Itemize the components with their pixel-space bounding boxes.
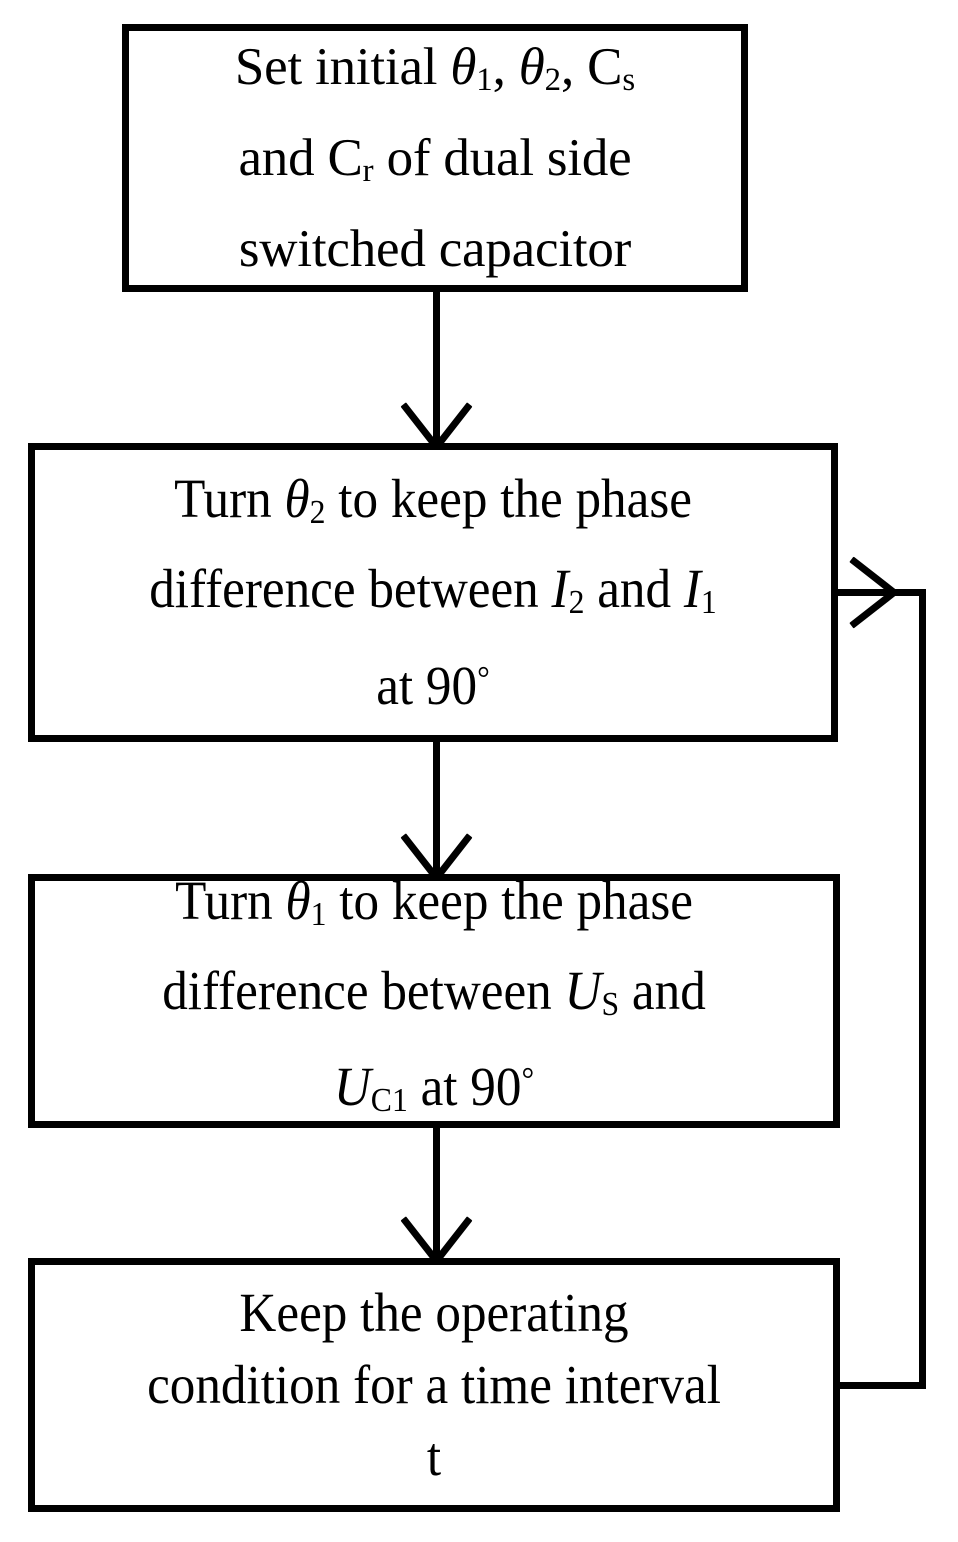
- flowchart-node-turn-theta2[interactable]: Turn θ2 to keep the phase difference betw…: [28, 443, 838, 742]
- node-label-keep-condition: Keep the operating condition for a time i…: [63, 1277, 805, 1493]
- node-line-2: difference between I2 and I1: [149, 558, 717, 622]
- node-line-2: difference between US and: [162, 959, 706, 1023]
- edge-theta2-to-theta1-line: [433, 742, 440, 878]
- node-line-3: switched capacitor: [238, 219, 632, 278]
- node-label-turn-theta1: Turn θ1 to keep the phase difference betw…: [63, 863, 805, 1140]
- edge-feedback-top-segment: [838, 589, 926, 596]
- node-label-turn-theta2: Turn θ2 to keep the phase difference betw…: [63, 461, 803, 724]
- flowchart-node-keep-condition[interactable]: Keep the operating condition for a time i…: [28, 1258, 840, 1512]
- node-label-set-initial: Set initial θ1, θ2, Cs and Cr of dual sid…: [129, 28, 741, 288]
- node-line-1: Keep the operating: [239, 1282, 629, 1343]
- node-line-2: and Cr of dual side: [238, 129, 632, 189]
- edge-feedback-bottom-segment: [838, 1382, 926, 1389]
- node-line-1: Set initial θ1, θ2, Cs: [234, 38, 636, 98]
- node-line-1: Turn θ2 to keep the phase: [174, 468, 692, 532]
- edge-theta1-to-keep-line: [433, 1128, 440, 1261]
- flowchart-node-set-initial[interactable]: Set initial θ1, θ2, Cs and Cr of dual sid…: [122, 24, 748, 292]
- edge-feedback-vertical-segment: [919, 589, 926, 1389]
- flowchart-node-turn-theta1[interactable]: Turn θ1 to keep the phase difference betw…: [28, 870, 840, 1128]
- node-line-3: at 90°: [376, 654, 490, 716]
- node-line-3: UC1 at 90°: [333, 1056, 535, 1120]
- node-line-2: condition for a time interval: [147, 1354, 721, 1415]
- edge-start-to-theta2-line: [433, 292, 440, 443]
- node-line-1: Turn θ1 to keep the phase: [175, 869, 693, 933]
- node-line-3: t: [426, 1426, 442, 1487]
